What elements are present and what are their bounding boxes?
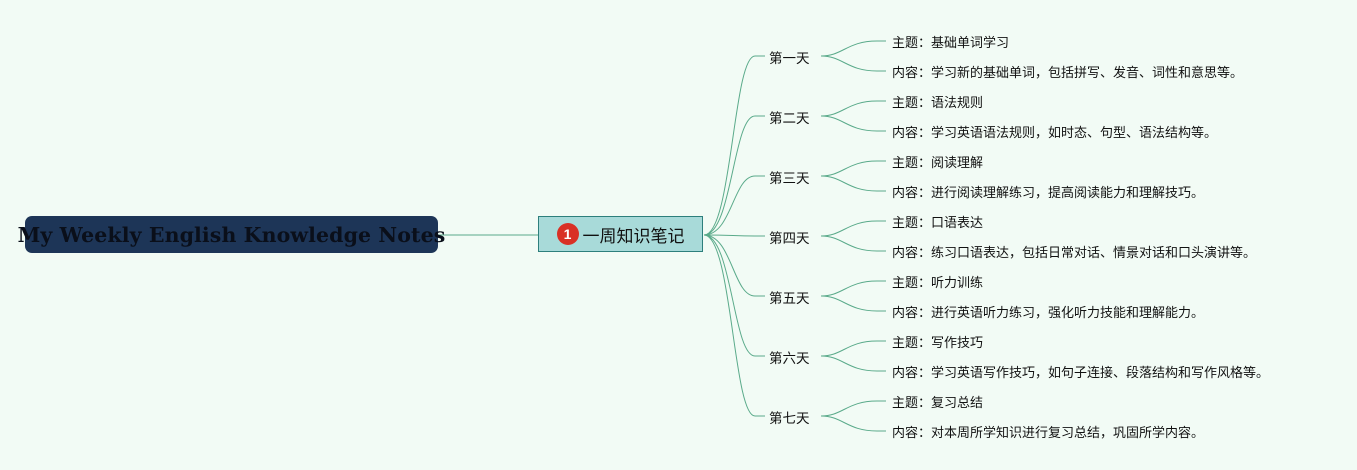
topic-leaf-7[interactable]: 主题：复习总结 — [892, 396, 984, 411]
topic-leaf-5[interactable]: 主题：听力训练 — [892, 276, 984, 291]
topic-leaf-6[interactable]: 主题：写作技巧 — [892, 336, 984, 351]
center-to-day-edge-4 — [703, 234, 765, 237]
content-leaf-7[interactable]: 内容：对本周所学知识进行复习总结，巩固所学内容。 — [892, 426, 1205, 441]
center-label: 一周知识笔记 — [582, 226, 685, 247]
day-node-6[interactable]: 第六天 — [769, 351, 810, 367]
root-title: My Weekly English Knowledge Notes — [17, 222, 446, 247]
root-node[interactable]: My Weekly English Knowledge Notes — [18, 216, 445, 253]
content-leaf-2[interactable]: 内容：学习英语语法规则，如时态、句型、语法结构等。 — [892, 126, 1218, 141]
center-to-day-edge-3 — [703, 175, 765, 236]
day-node-3[interactable]: 第三天 — [769, 171, 810, 187]
day-6-content-edge — [820, 355, 886, 372]
day-node-5[interactable]: 第五天 — [769, 291, 810, 307]
priority-badge: 1 — [556, 223, 579, 245]
topic-leaf-4[interactable]: 主题：口语表达 — [892, 216, 984, 231]
day-7-topic-edge — [820, 400, 886, 417]
day-5-topic-edge — [820, 280, 886, 297]
day-1-content-edge — [820, 55, 886, 72]
content-leaf-6[interactable]: 内容：学习英语写作技巧，如句子连接、段落结构和写作风格等。 — [892, 366, 1270, 381]
day-4-topic-edge — [820, 220, 886, 237]
content-leaf-5[interactable]: 内容：进行英语听力练习，强化听力技能和理解能力。 — [892, 306, 1205, 321]
day-2-content-edge — [820, 115, 886, 132]
content-leaf-1[interactable]: 内容：学习新的基础单词，包括拼写、发音、词性和意思等。 — [892, 66, 1244, 81]
day-5-content-edge — [820, 295, 886, 312]
topic-leaf-2[interactable]: 主题：语法规则 — [892, 96, 984, 111]
day-node-4[interactable]: 第四天 — [769, 231, 810, 247]
day-2-topic-edge — [820, 100, 886, 117]
center-to-day-edge-1 — [703, 55, 765, 236]
center-to-day-edge-6 — [703, 234, 765, 357]
day-3-topic-edge — [820, 160, 886, 177]
topic-leaf-1[interactable]: 主题：基础单词学习 — [892, 36, 1010, 51]
center-to-day-edge-7 — [703, 234, 765, 417]
day-1-topic-edge — [820, 40, 886, 57]
day-node-1[interactable]: 第一天 — [769, 51, 810, 67]
center-to-day-edge-5 — [703, 234, 765, 297]
content-leaf-4[interactable]: 内容：练习口语表达，包括日常对话、情景对话和口头演讲等。 — [892, 246, 1257, 261]
center-node[interactable]: 1 一周知识笔记 — [538, 216, 703, 252]
day-node-2[interactable]: 第二天 — [769, 111, 810, 127]
day-3-content-edge — [820, 175, 886, 192]
center-to-day-edge-2 — [703, 115, 765, 236]
day-6-topic-edge — [820, 340, 886, 357]
content-leaf-3[interactable]: 内容：进行阅读理解练习，提高阅读能力和理解技巧。 — [892, 186, 1205, 201]
day-7-content-edge — [820, 415, 886, 432]
day-4-content-edge — [820, 235, 886, 252]
topic-leaf-3[interactable]: 主题：阅读理解 — [892, 156, 984, 171]
day-node-7[interactable]: 第七天 — [769, 411, 810, 427]
